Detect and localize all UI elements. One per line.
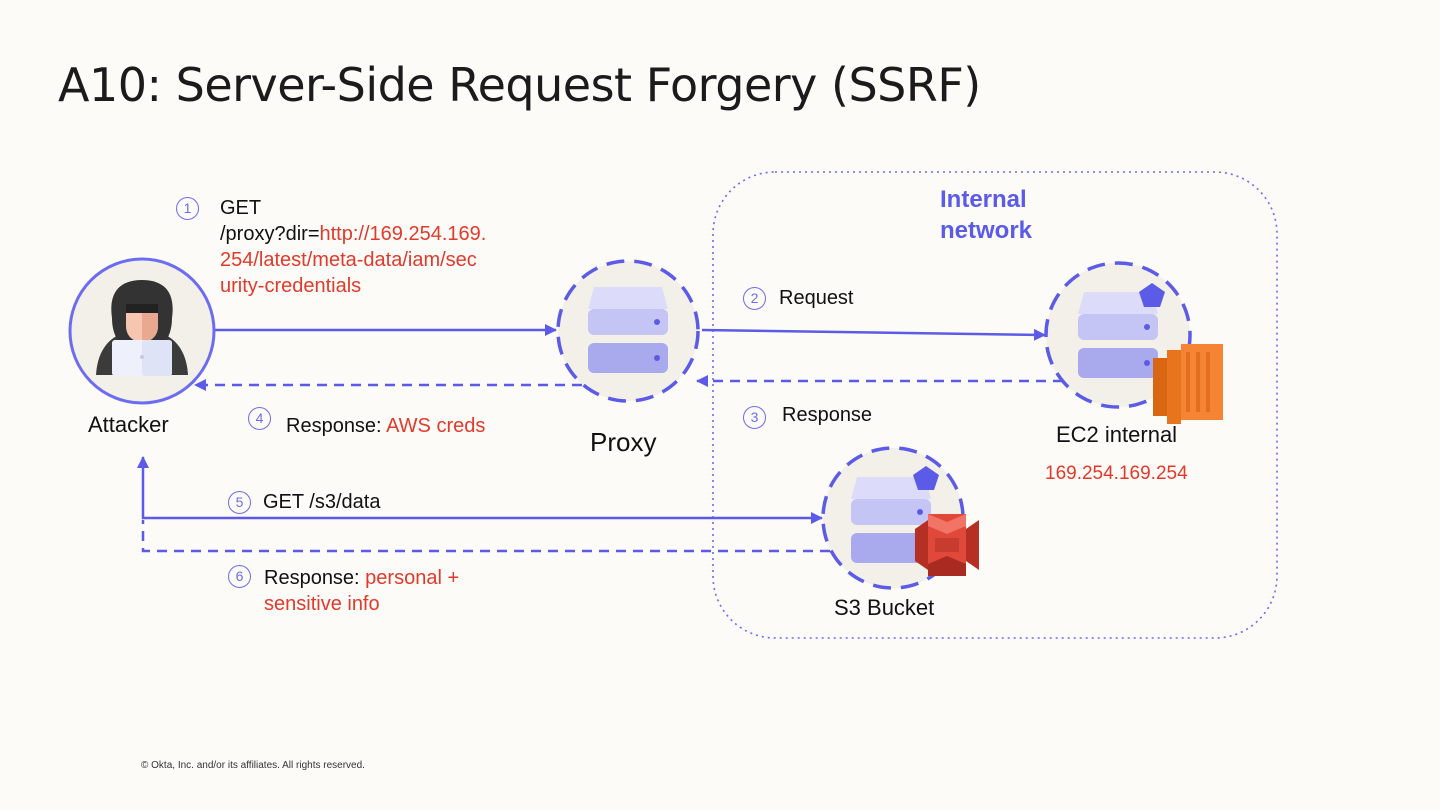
step-4-label: Response: AWS creds: [286, 413, 485, 439]
server-stack-icon: [588, 287, 668, 373]
step-3-badge: 3: [743, 406, 766, 429]
step-5-label: GET /s3/data: [263, 491, 381, 513]
internal-network-label-line2: network: [940, 217, 1033, 244]
step-1-line2: /proxy?dir=http://169.254.169.: [220, 221, 486, 247]
step-3-label: Response: [782, 404, 873, 426]
ec2-label: EC2 internal: [1056, 422, 1178, 447]
slide-title: A10: Server-Side Request Forgery (SSRF): [58, 58, 981, 112]
attacker-node: [68, 257, 216, 405]
aws-s3-icon: [915, 514, 979, 576]
arrow-proxy-to-ec2: [701, 328, 1046, 341]
step-1-url: http://169.254.169.: [319, 223, 487, 245]
step-4-text: Response:: [286, 415, 387, 437]
internal-network-label-line1: Internal: [940, 186, 1027, 213]
ec2-ip-label: 169.254.169.254: [1045, 463, 1188, 484]
copyright-footer: © Okta, Inc. and/or its affiliates. All …: [141, 760, 365, 771]
s3-node: [821, 446, 979, 590]
server-stack-icon: [851, 477, 931, 563]
step-1-line4: urity-credentials: [220, 275, 362, 297]
step-2-badge: 2: [743, 287, 766, 310]
step-2-label: Request: [779, 287, 854, 309]
ec2-node: [1044, 261, 1223, 424]
s3-label: S3 Bucket: [834, 595, 935, 620]
step-4-badge: 4: [248, 407, 271, 430]
proxy-node: [556, 259, 700, 403]
arrow-attacker-to-s3: [141, 470, 823, 524]
step-1-path: /proxy?dir=: [220, 223, 320, 245]
step-1-badge: 1: [176, 197, 199, 220]
internal-network-boundary: [712, 171, 1278, 639]
arrow-s3-to-attacker: [141, 520, 830, 553]
internal-network-label: Internal network: [940, 184, 1032, 246]
hooded-hacker-icon: [96, 280, 188, 376]
server-stack-icon: [1078, 292, 1158, 378]
pentagon-badge-icon: [1139, 283, 1165, 307]
step-5-badge: 5: [228, 491, 251, 514]
step-1-label: GET /proxy?dir=http://169.254.169. 254/l…: [220, 195, 486, 299]
step-1-line3: 254/latest/meta-data/iam/sec: [220, 249, 477, 271]
step-1-line1: GET: [220, 197, 262, 219]
step-6-highlight-1: personal +: [365, 567, 460, 589]
aws-ec2-icon: [1153, 344, 1223, 424]
step-6-badge: 6: [228, 565, 251, 588]
attacker-label: Attacker: [88, 412, 169, 437]
step-6-line2: sensitive info: [264, 593, 380, 615]
step-6-text: Response:: [264, 567, 366, 589]
step-4-highlight: AWS creds: [386, 415, 486, 437]
pentagon-badge-icon: [913, 466, 939, 490]
step-6-line1: Response: personal +: [264, 565, 459, 591]
proxy-label: Proxy: [590, 427, 657, 457]
step-6-label: Response: personal + sensitive info: [264, 565, 459, 617]
